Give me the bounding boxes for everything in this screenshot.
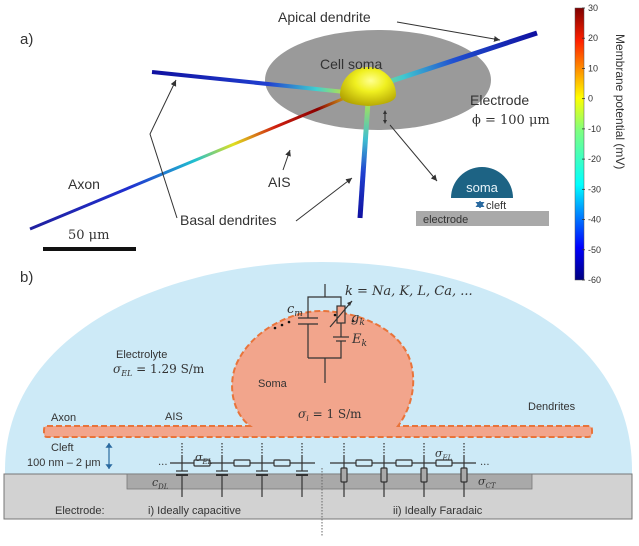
label-sigma-el-left: σEL [195,451,213,466]
label-cm: cm [287,302,303,319]
faradaic-circuit [330,443,476,497]
membrane-circuit [298,284,353,383]
label-case-i: i) Ideally capacitive [148,505,241,517]
ellipsis-left: ... [158,457,168,468]
label-ais: AIS [268,174,291,190]
resistor [273,459,291,467]
colorbar-tick-label: 20 [588,33,598,43]
label-sigma-i: σi = 1 S/m [298,407,362,423]
label-k-def: k = Na, K, L, Ca, ... [345,284,473,299]
arrow-ais [282,149,291,171]
resistor [233,459,251,467]
colorbar [574,7,585,281]
colorbar-ticks: 30 20 10 0 -10 -20 -30 -40 -50 -60 [582,3,601,285]
label-ek: Ek [351,332,367,349]
charge-transfer-resistor [420,467,428,483]
charge-transfer-resistor [460,467,468,483]
colorbar-tick-label: -30 [588,184,601,194]
label-sigma-el: σEL = 1.29 S/m [113,362,205,378]
cell-soma-3d [340,67,396,106]
resistor [435,459,453,467]
label-axon: Axon [68,176,100,192]
apical-dendrite [369,30,538,91]
colorbar-tick-label: -40 [588,215,601,225]
cell-body [43,309,593,438]
inset-soma [451,167,513,198]
label-ais-b: AIS [165,411,183,423]
electrode-interface-layer [126,473,533,490]
colorbar-tick-label: -10 [588,124,601,134]
label-electrode-diameter: ϕ = 100 μm [472,113,550,128]
capacitive-circuit [170,443,315,497]
colorbar-tick-label: 0 [588,94,593,104]
label-gk: gk [351,311,365,328]
resistor [355,459,373,467]
resistor [395,459,413,467]
charge-transfer-resistor [340,467,348,483]
ellipsis-right: ... [480,457,490,468]
variable-resistor-arrow [347,301,352,306]
label-electrolyte: Electrolyte [116,349,167,361]
label-cell-soma: Cell soma [320,56,382,72]
inset-electrode [416,211,549,226]
arrow-apical [396,21,501,42]
label-soma: Soma [258,378,288,390]
cleft-indicator-heads [383,110,387,124]
charge-transfer-resistor [380,467,388,483]
basal-dendrite-down [357,101,371,219]
colorbar-tick-label: -60 [588,275,601,285]
panel-a-label: a) [20,31,33,48]
label-cdl: cDL [152,476,169,491]
inset-soma-label: soma [466,180,499,195]
colorbar-title: Membrane potential (mV) [613,34,627,169]
inset-electrode-label: electrode [423,214,468,226]
panel-b-label: b) [20,269,33,286]
arrow-basal-down [295,177,353,222]
arrow-basal-left [149,79,178,219]
label-apical-dendrite: Apical dendrite [278,9,371,25]
colorbar-tick-label: -20 [588,154,601,164]
arrow-to-inset [389,124,438,182]
colorbar-tick-label: 30 [588,3,598,13]
resistor [193,459,211,467]
label-cleft-range: 100 nm – 2 μm [27,457,101,469]
label-cleft: Cleft [51,442,74,454]
colorbar-tick-label: 10 [588,63,598,73]
scale-bar-label: 50 μm [68,228,109,243]
inset-cleft-label: cleft [486,200,506,212]
label-sigma-ct: σCT [478,475,497,490]
label-basal-dendrites: Basal dendrites [180,212,277,228]
label-electrode-b: Electrode: [55,505,105,517]
label-dendrites-b: Dendrites [528,401,576,413]
label-case-ii: ii) Ideally Faradaic [393,505,483,517]
label-electrode: Electrode [470,92,529,108]
scale-bar [43,247,136,251]
colorbar-tick-label: -50 [588,245,601,255]
axon [29,93,353,231]
label-sigma-el-right: σEL [435,447,453,462]
label-axon-b: Axon [51,412,76,424]
basal-dendrite-left [151,70,346,94]
